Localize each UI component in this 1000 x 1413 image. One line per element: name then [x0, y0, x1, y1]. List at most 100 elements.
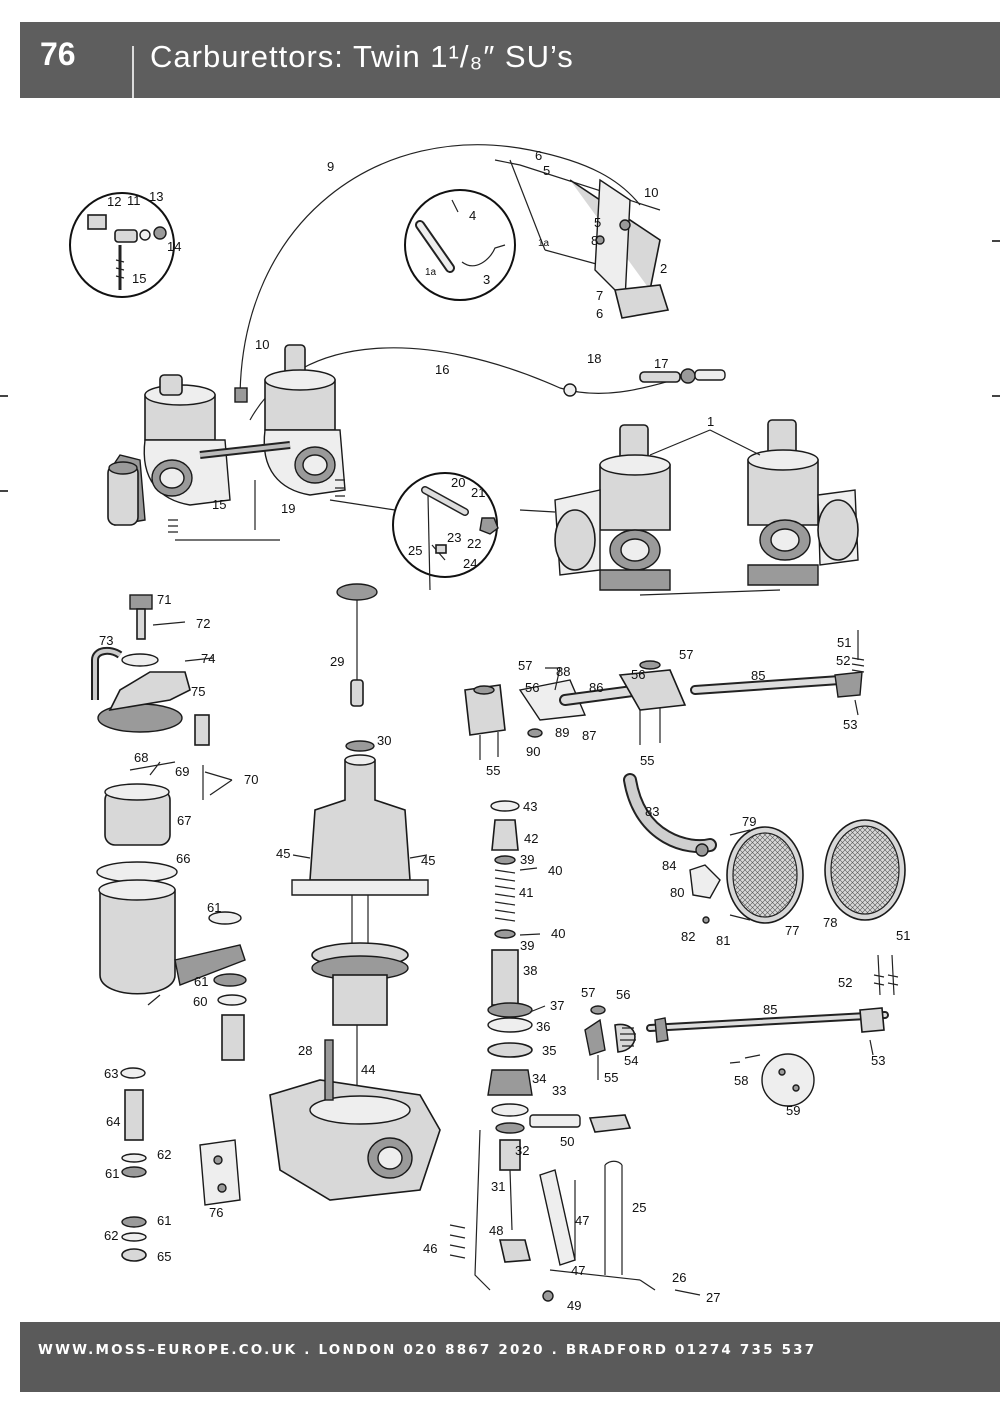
label-23: 23 [447, 530, 461, 545]
label-84: 84 [662, 858, 676, 873]
label-3: 3 [483, 272, 490, 287]
label-56: 56 [631, 667, 645, 682]
label-80: 80 [670, 885, 684, 900]
label-40: 40 [551, 926, 565, 941]
margin-tick-left-1 [0, 395, 8, 397]
label-41: 41 [519, 885, 533, 900]
label-52: 52 [836, 653, 850, 668]
footer-bar: WWW.MOSS–EUROPE.CO.UK . LONDON 020 8867 … [20, 1322, 1000, 1392]
label-45: 45 [421, 853, 435, 868]
label-13: 13 [149, 189, 163, 204]
label-37: 37 [550, 998, 564, 1013]
air-cleaners [623, 773, 906, 924]
fuel-pump-exploded [91, 594, 210, 800]
suction-chamber-piston [291, 740, 429, 1100]
label-72: 72 [196, 616, 210, 631]
label-5: 5 [594, 215, 601, 230]
label-61: 61 [105, 1166, 119, 1181]
label-90: 90 [526, 744, 540, 759]
label-51: 51 [896, 928, 910, 943]
label-71: 71 [157, 592, 171, 607]
float-chamber-exploded [96, 783, 247, 1061]
label-34: 34 [532, 1071, 546, 1086]
label-16: 16 [435, 362, 449, 377]
throttle-return-linkage [449, 1114, 701, 1302]
label-77: 77 [785, 923, 799, 938]
throttle-cable [239, 144, 641, 401]
label-55: 55 [640, 753, 654, 768]
label-32: 32 [515, 1143, 529, 1158]
detail-circle-pedal-pivot [404, 189, 516, 301]
label-1a: 1a [538, 238, 550, 249]
label-15: 15 [212, 497, 226, 512]
label-29: 29 [330, 654, 344, 669]
header-divider [132, 46, 134, 98]
label-12: 12 [107, 194, 121, 209]
throttle-spindle-lower [584, 954, 899, 1107]
page-number: 76 [40, 36, 76, 72]
page-title: Carburettors: Twin 1¹/₈″ SU’s [150, 39, 574, 74]
label-48: 48 [489, 1223, 503, 1238]
label-47: 47 [571, 1263, 585, 1278]
label-5: 5 [543, 163, 550, 178]
label-81: 81 [716, 933, 730, 948]
label-62: 62 [157, 1147, 171, 1162]
label-36: 36 [536, 1019, 550, 1034]
label-61: 61 [157, 1213, 171, 1228]
label-57: 57 [581, 985, 595, 1000]
label-19: 19 [281, 501, 295, 516]
label-43: 43 [523, 799, 537, 814]
label-55: 55 [604, 1070, 618, 1085]
label-67: 67 [177, 813, 191, 828]
label-66: 66 [176, 851, 190, 866]
piston-damper [336, 583, 378, 707]
label-62: 62 [104, 1228, 118, 1243]
label-56: 56 [616, 987, 630, 1002]
label-11: 11 [127, 193, 141, 208]
label-57: 57 [679, 647, 693, 662]
label-6: 6 [535, 148, 542, 163]
label-47: 47 [575, 1213, 589, 1228]
label-14: 14 [167, 239, 181, 254]
fuel-union-parts [120, 1067, 241, 1262]
label-10: 10 [644, 185, 658, 200]
label-31: 31 [491, 1179, 505, 1194]
label-15: 15 [132, 271, 146, 286]
label-42: 42 [524, 831, 538, 846]
label-68: 68 [134, 750, 148, 765]
label-8: 8 [591, 233, 598, 248]
label-64: 64 [106, 1114, 120, 1129]
twin-carburettors-assembled-left [107, 344, 346, 541]
footer-contact-text: WWW.MOSS–EUROPE.CO.UK . LONDON 020 8867 … [38, 1342, 817, 1358]
twin-carburettors-right [519, 419, 859, 596]
label-10: 10 [255, 337, 269, 352]
label-25: 25 [632, 1200, 646, 1215]
label-52: 52 [838, 975, 852, 990]
margin-tick-right-2 [992, 395, 1000, 397]
label-87: 87 [582, 728, 596, 743]
jet-assembly-exploded [487, 800, 533, 1231]
label-89: 89 [555, 725, 569, 740]
label-79: 79 [742, 814, 756, 829]
label-46: 46 [423, 1241, 437, 1256]
label-30: 30 [377, 733, 391, 748]
label-9: 9 [327, 159, 334, 174]
margin-tick-left-2 [0, 490, 8, 492]
label-86: 86 [589, 680, 603, 695]
label-58: 58 [734, 1073, 748, 1088]
label-65: 65 [157, 1249, 171, 1264]
label-75: 75 [191, 684, 205, 699]
margin-tick-right-1 [992, 240, 1000, 242]
label-1: 1 [707, 414, 714, 429]
label-39: 39 [520, 938, 534, 953]
label-53: 53 [871, 1053, 885, 1068]
label-70: 70 [244, 772, 258, 787]
label-88: 88 [556, 664, 570, 679]
label-54: 54 [624, 1053, 638, 1068]
label-76: 76 [209, 1205, 223, 1220]
label-35: 35 [542, 1043, 556, 1058]
label-55: 55 [486, 763, 500, 778]
label-82: 82 [681, 929, 695, 944]
label-51: 51 [837, 635, 851, 650]
